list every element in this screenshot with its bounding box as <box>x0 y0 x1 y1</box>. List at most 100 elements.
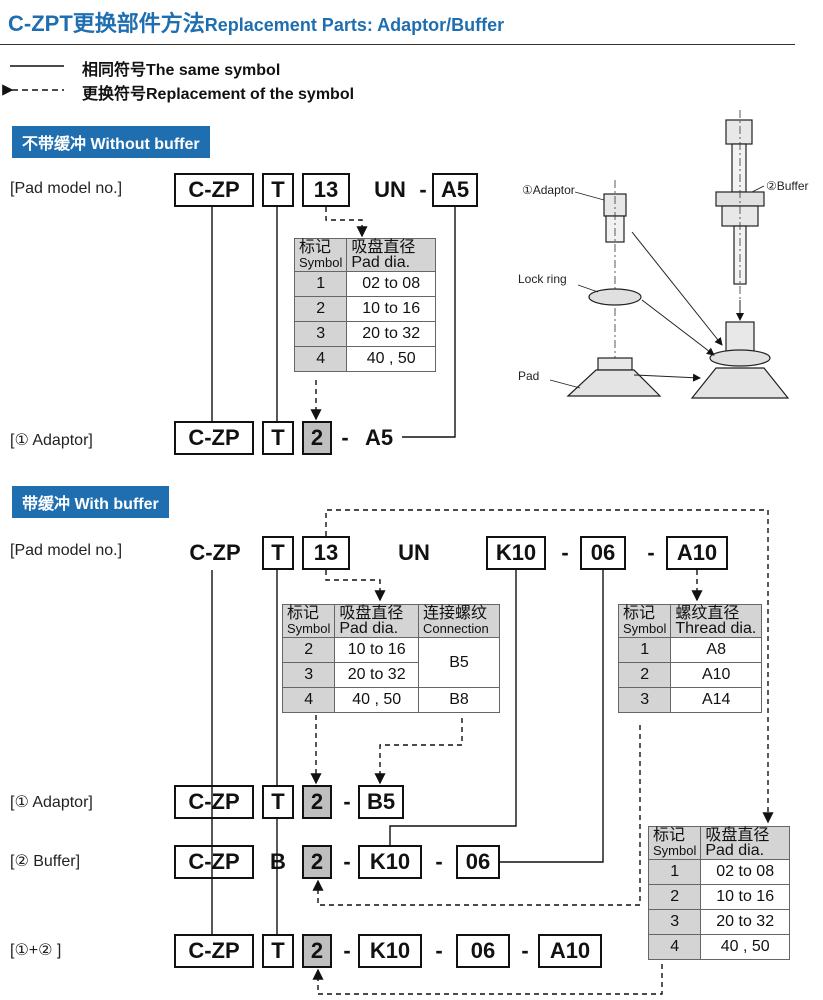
code-a10: A10 <box>666 536 728 570</box>
link-k10 <box>389 570 517 845</box>
assembly-arrow <box>631 231 723 346</box>
code-dash: - <box>561 540 569 565</box>
leader-line <box>577 284 599 293</box>
label-pad: Pad <box>518 369 539 383</box>
code-czp: C-ZP <box>174 845 254 879</box>
link-06 <box>500 570 604 863</box>
buffer-nut-icon <box>725 119 753 145</box>
code-a5: A5 <box>364 425 394 450</box>
code-a10: A10 <box>538 934 602 968</box>
leader-line <box>549 379 581 389</box>
link-pad-dia <box>325 570 386 602</box>
leader-line <box>751 185 765 193</box>
code-buffer-size: 2 <box>302 845 332 879</box>
link-pad-to-table <box>325 509 774 824</box>
lock-ring-icon <box>588 288 642 306</box>
label-adaptor: ①Adaptor <box>522 183 575 197</box>
code-czp: C-ZP <box>189 540 241 565</box>
code-t: T <box>262 536 294 570</box>
code-pad-dia: 13 <box>302 536 350 570</box>
assembly-arrow <box>641 299 715 356</box>
code-t: T <box>262 934 294 968</box>
buffer-rod-icon <box>731 143 747 193</box>
code-t: T <box>262 785 294 819</box>
label-buffer: [② Buffer] <box>10 853 81 870</box>
code-06: 06 <box>456 934 510 968</box>
code-czp: C-ZP <box>174 934 254 968</box>
legend-same-text: 相同符号The same symbol <box>82 62 281 79</box>
code-06: 06 <box>456 845 500 879</box>
title-en: Replacement Parts: Adaptor/Buffer <box>204 15 505 35</box>
label-buffer: ②Buffer <box>766 179 809 193</box>
code-un: UN <box>398 540 430 565</box>
page-title: C-ZPT更换部件方法Replacement Parts: Adaptor/Bu… <box>8 6 504 38</box>
banner-without-buffer: 不带缓冲 Without buffer <box>12 126 210 158</box>
code-un: UN <box>374 177 406 202</box>
code-czp: C-ZP <box>174 421 254 455</box>
code-dash: - <box>343 849 351 874</box>
link-pad-dia <box>325 207 368 238</box>
legend-replace-text: 更换符号Replacement of the symbol <box>82 86 355 103</box>
code-dash: - <box>341 425 349 450</box>
code-b5: B5 <box>358 785 404 819</box>
code-dash: - <box>343 938 351 963</box>
code-dash: - <box>435 849 443 874</box>
code-adaptor-size: 2 <box>302 785 332 819</box>
code-dash: - <box>521 938 529 963</box>
pad-neck-icon <box>597 357 633 371</box>
label-pad-model-1: [Pad model no.] <box>10 180 123 197</box>
code-pad-dia: 13 <box>302 173 350 207</box>
pad-icon <box>566 369 662 397</box>
link-a5 <box>402 207 456 438</box>
code-czp: C-ZP <box>174 173 254 207</box>
code-k10: K10 <box>358 845 422 879</box>
assembly-arrow <box>633 373 701 382</box>
code-t: T <box>262 421 294 455</box>
code-b: B <box>270 849 286 874</box>
code-size: 2 <box>302 934 332 968</box>
link-buffer-size <box>312 725 641 906</box>
code-k10: K10 <box>486 536 546 570</box>
banner-with-buffer: 带缓冲 With buffer <box>12 486 169 518</box>
label-lock-ring: Lock ring <box>518 272 567 286</box>
code-dash: - <box>647 540 655 565</box>
code-dash: - <box>419 177 427 202</box>
code-dash: - <box>343 789 351 814</box>
label-adaptor-1: [① Adaptor] <box>10 432 93 449</box>
label-pad-model-2: [Pad model no.] <box>10 542 123 559</box>
code-czp: C-ZP <box>174 785 254 819</box>
code-adaptor-size: 2 <box>302 421 332 455</box>
link-conn <box>374 718 463 785</box>
title-zh: C-ZPT更换部件方法 <box>8 11 205 36</box>
title-rule <box>0 44 795 45</box>
code-a5: A5 <box>432 173 478 207</box>
label-adaptor-2: [① Adaptor] <box>10 794 93 811</box>
link-combo-size <box>312 964 663 995</box>
code-k10: K10 <box>358 934 422 968</box>
assembled-lock-ring-icon <box>709 349 771 367</box>
parts-illustration <box>549 110 790 399</box>
label-adaptor-buffer: [①+② ] <box>10 942 62 959</box>
